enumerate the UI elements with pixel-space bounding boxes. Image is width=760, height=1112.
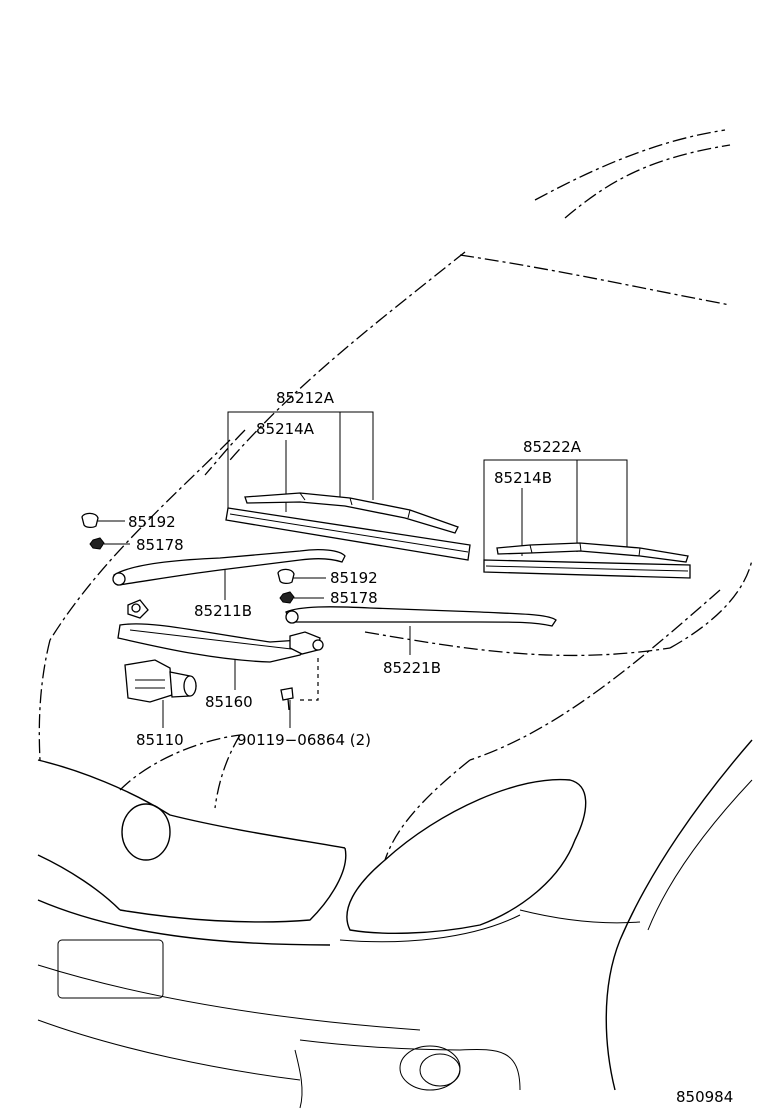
wiper-blade-right bbox=[483, 542, 691, 579]
label-85212A: 85212A bbox=[276, 389, 335, 407]
wiper-arm-right bbox=[285, 606, 557, 627]
cap-85192-left bbox=[81, 512, 99, 529]
label-85160: 85160 bbox=[205, 693, 253, 711]
caps-and-nuts bbox=[81, 512, 295, 711]
wiper-blade-left bbox=[225, 492, 471, 561]
label-85222A: 85222A bbox=[523, 438, 582, 456]
label-85211B: 85211B bbox=[194, 602, 252, 620]
diagram-number: 850984 bbox=[676, 1088, 733, 1106]
label-90119: 90119−06864 (2) bbox=[237, 731, 371, 749]
label-85178-left: 85178 bbox=[136, 536, 184, 554]
bolt-90119 bbox=[280, 687, 294, 711]
label-85214B: 85214B bbox=[494, 469, 552, 487]
nut-85178-left bbox=[89, 537, 105, 550]
label-85221B: 85221B bbox=[383, 659, 441, 677]
label-85178-right: 85178 bbox=[330, 589, 378, 607]
car-body-outline bbox=[37, 129, 753, 1109]
wiper-motor bbox=[124, 659, 197, 703]
cap-85192-right bbox=[277, 568, 295, 585]
label-85192-right: 85192 bbox=[330, 569, 378, 587]
leader-lines bbox=[97, 411, 628, 728]
label-85214A: 85214A bbox=[256, 420, 315, 438]
wiper-arm-left bbox=[112, 549, 346, 586]
label-85110: 85110 bbox=[136, 731, 184, 749]
label-85192-left: 85192 bbox=[128, 513, 176, 531]
part-labels: 85212A 85214A 85222A 85214B 85192 85178 … bbox=[128, 389, 733, 1106]
nut-85178-right bbox=[279, 591, 295, 604]
wiper-linkage bbox=[117, 599, 324, 663]
